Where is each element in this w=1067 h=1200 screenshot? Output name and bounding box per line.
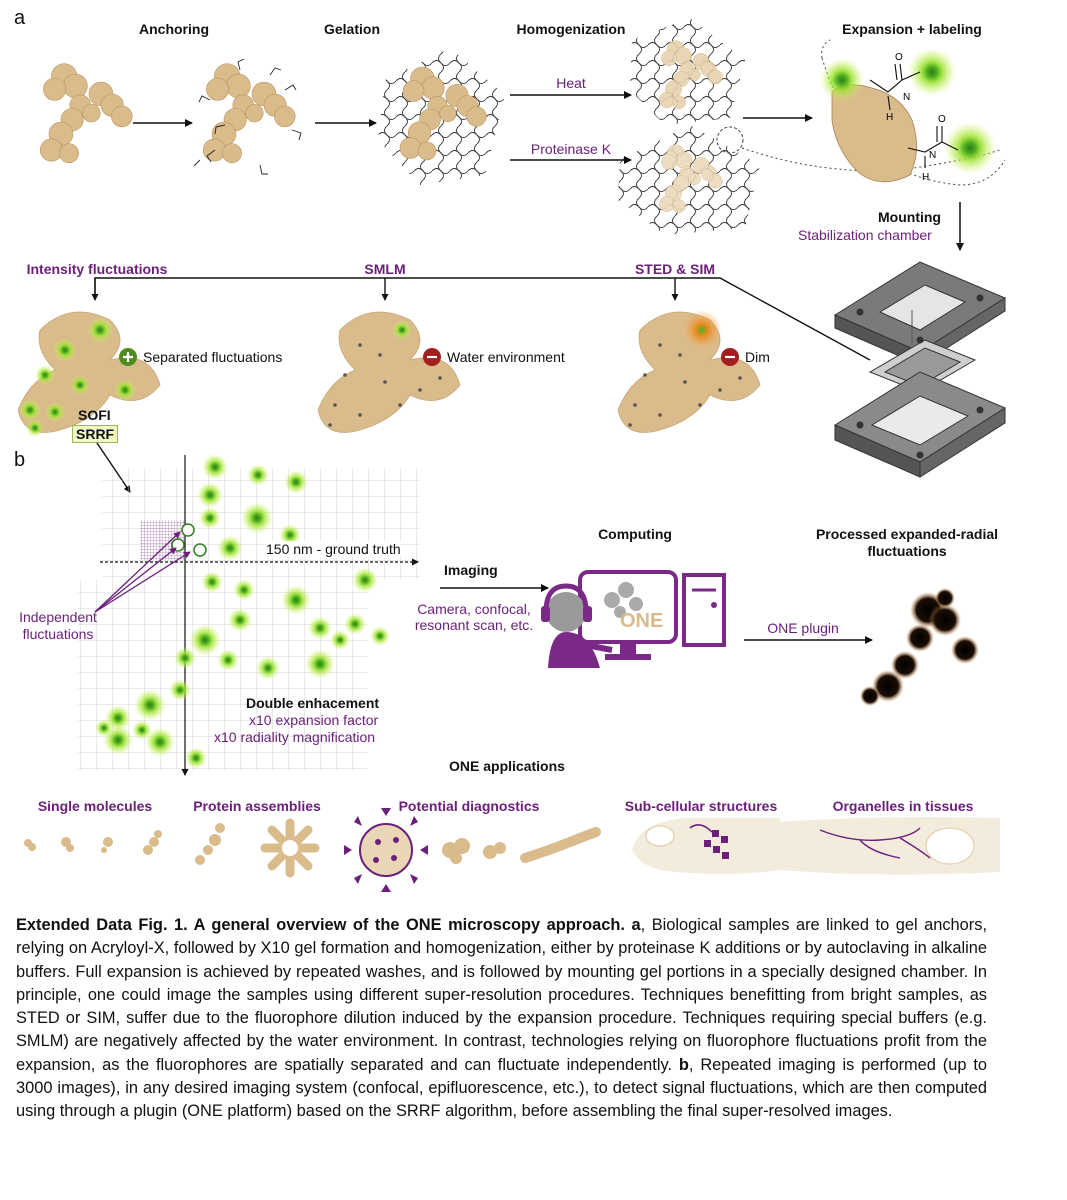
ground-truth-label: 150 nm - ground truth — [266, 541, 401, 557]
method-proteinase-k: Proteinase K — [530, 141, 612, 157]
protein-in-gel — [378, 48, 505, 185]
expanded-protein-fluctuations — [17, 311, 161, 437]
note-dim: Dim — [745, 349, 770, 365]
method-srrf: SRRF — [72, 425, 119, 443]
amide-h1: H — [886, 112, 893, 123]
app-protein-assemblies: Protein assemblies — [193, 798, 321, 814]
imaging-title: Imaging — [444, 562, 498, 578]
app-subcellular-structures: Sub-cellular structures — [624, 798, 778, 814]
app-potential-diagnostics: Potential diagnostics — [398, 798, 540, 814]
caption-head: Extended Data Fig. 1. A general overview… — [16, 916, 625, 934]
method-sofi: SOFI — [78, 407, 111, 423]
double-enhancement-line2: x10 radiality magnification — [214, 729, 376, 745]
panel-b-label: b — [14, 449, 26, 471]
one-plugin-label: ONE plugin — [767, 620, 839, 636]
amide-n2: N — [929, 150, 936, 161]
step-expansion-labeling: Expansion + labeling — [842, 21, 982, 37]
step-gelation: Gelation — [323, 21, 381, 37]
processed-result-image — [860, 588, 979, 706]
plus-badge-icon — [119, 348, 137, 366]
independent-fluctuations-line1: Independent — [19, 609, 97, 625]
technique-sted-sim: STED & SIM — [634, 261, 716, 277]
protein-anchored — [193, 58, 302, 175]
mounting-subtitle: Stabilization chamber — [798, 227, 932, 243]
caption-a-text: , Biological samples are linked to gel a… — [16, 916, 987, 1074]
applications-illustrations — [24, 808, 1000, 892]
minus-badge-icon — [721, 348, 739, 366]
method-heat: Heat — [556, 75, 586, 91]
expanded-protein-sted — [617, 310, 761, 433]
amide-h2: H — [922, 172, 929, 183]
expanded-protein-smlm — [317, 311, 461, 433]
stabilization-chamber — [833, 261, 1007, 478]
note-separated-fluctuations: Separated fluctuations — [143, 349, 283, 365]
technique-smlm: SMLM — [364, 261, 406, 277]
expansion-labeling-zoom: O N H O N H — [820, 39, 1006, 186]
imaging-line1: Camera, confocal, — [417, 601, 531, 617]
independent-fluctuations-line2: fluctuations — [22, 626, 94, 642]
gel-heat-homogenized — [630, 18, 745, 125]
app-single-molecules: Single molecules — [37, 798, 153, 814]
note-water-environment: Water environment — [447, 349, 565, 365]
independent-fluctuations-arrows — [94, 531, 191, 613]
computing-title: Computing — [598, 526, 672, 542]
double-enhancement-title: Double enhacement — [246, 695, 380, 711]
step-anchoring: Anchoring — [139, 21, 209, 37]
caption-b-label: b — [678, 1055, 689, 1074]
technique-intensity-fluctuations: Intensity fluctuations — [26, 261, 168, 277]
step-homogenization: Homogenization — [516, 21, 626, 37]
figure-caption: Extended Data Fig. 1. A general overview… — [16, 914, 987, 1124]
one-logo: ONE — [620, 610, 663, 632]
applications-title: ONE applications — [449, 758, 565, 774]
gel-proteinase-homogenized — [618, 125, 760, 235]
processed-line1: Processed expanded-radial — [815, 526, 999, 542]
computer-workstation-icon: ONE — [541, 570, 726, 668]
caption-b-text: , Repeated imaging is performed (up to 3… — [16, 1055, 987, 1121]
mounting-title: Mounting — [878, 209, 941, 225]
imaging-line2: resonant scan, etc. — [414, 617, 534, 633]
protein-anchoring — [39, 63, 133, 164]
panel-a-label: a — [14, 7, 26, 29]
double-enhancement-line1: x10 expansion factor — [249, 712, 379, 728]
app-organelles-tissues: Organelles in tissues — [832, 798, 974, 814]
figure-artwork: O N H O N H — [17, 18, 1007, 892]
amide-n1: N — [903, 92, 910, 103]
minus-badge-icon — [423, 348, 441, 366]
technique-branch-lines — [91, 277, 871, 361]
caption-a-label: a — [631, 916, 641, 934]
amide-o2: O — [938, 114, 946, 125]
processed-line2: fluctuations — [867, 543, 947, 559]
amide-o1: O — [895, 52, 903, 63]
